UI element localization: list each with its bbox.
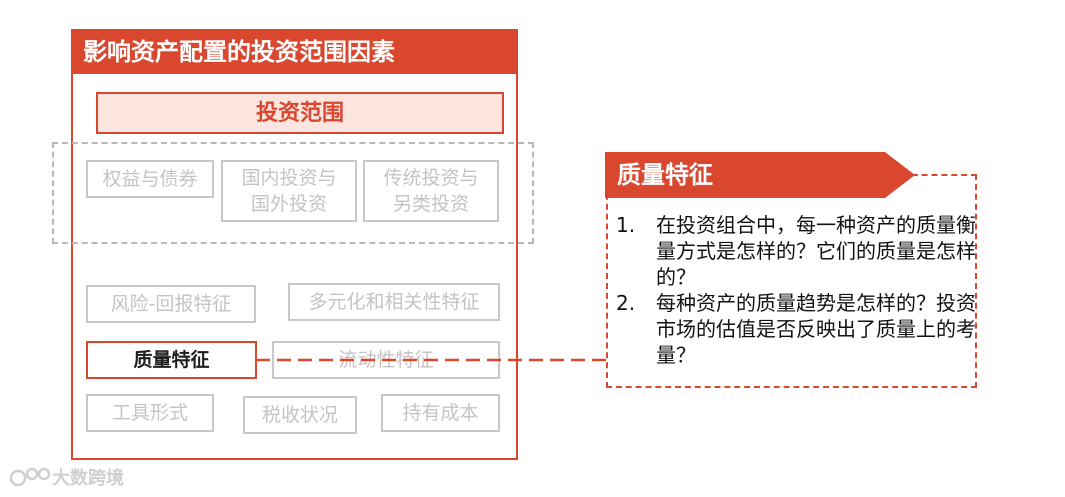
callout-item-number: 1. [616, 213, 636, 237]
quality-box: 质量特征 [86, 341, 257, 379]
traditional-alternative-label-line2: 另类投资 [392, 193, 469, 215]
risk-return-label: 风险-回报特征 [110, 293, 232, 315]
traditional-alternative-box: 传统投资与 另类投资 [363, 160, 499, 222]
domestic-foreign-label-line2: 国外投资 [250, 193, 327, 215]
callout-item: 2. 每种资产的质量趋势是怎样的？投资市场的估值是否反映出了质量上的考量？ [616, 290, 986, 368]
callout-question-list: 1. 在投资组合中，每一种资产的质量衡量方式是怎样的？它们的质量是怎样的？ 2.… [616, 212, 986, 368]
panel-title: 影响资产配置的投资范围因素 [71, 29, 518, 74]
diversification-box: 多元化和相关性特征 [288, 283, 500, 321]
domestic-foreign-box: 国内投资与 国外投资 [221, 160, 357, 222]
risk-return-box: 风险-回报特征 [86, 285, 256, 323]
callout-item-text: 在投资组合中，每一种资产的质量衡量方式是怎样的？它们的质量是怎样的？ [656, 213, 976, 289]
callout-item-number: 2. [616, 291, 636, 315]
callout-item-text: 每种资产的质量趋势是怎样的？投资市场的估值是否反映出了质量上的考量？ [656, 291, 976, 367]
traditional-alternative-label-line1: 传统投资与 [383, 167, 479, 189]
instrument-box: 工具形式 [86, 394, 214, 432]
watermark-text: 大数跨境 [52, 468, 124, 489]
watermark: 大数跨境 [8, 464, 124, 490]
instrument-label: 工具形式 [111, 402, 188, 424]
holding-cost-box: 持有成本 [381, 394, 500, 432]
holding-cost-label: 持有成本 [402, 402, 479, 424]
scope-group-dashed-frame [52, 142, 534, 244]
watermark-logo-icon [9, 467, 51, 487]
quality-label: 质量特征 [133, 349, 210, 371]
equity-bond-label: 权益与债券 [102, 168, 198, 190]
diversification-label: 多元化和相关性特征 [308, 291, 480, 313]
callout-item: 1. 在投资组合中，每一种资产的质量衡量方式是怎样的？它们的质量是怎样的？ [616, 212, 986, 290]
domestic-foreign-label-line1: 国内投资与 [241, 167, 337, 189]
tax-box: 税收状况 [243, 396, 357, 434]
callout-title: 质量特征 [605, 152, 915, 198]
tax-label: 税收状况 [261, 404, 338, 426]
equity-bond-box: 权益与债券 [86, 160, 214, 198]
investment-scope-box: 投资范围 [96, 92, 504, 134]
